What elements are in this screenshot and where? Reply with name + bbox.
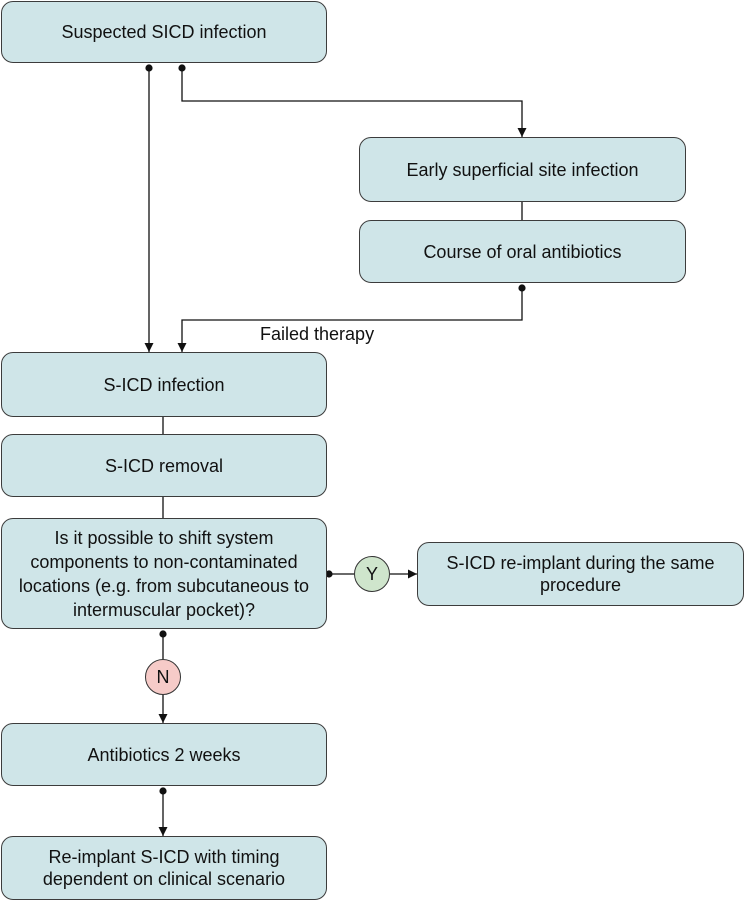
node-label: Course of oral antibiotics xyxy=(423,241,622,262)
node-label: Is it possible to shift system component… xyxy=(18,527,310,620)
node-sicd-removal: S-ICD removal xyxy=(1,434,327,497)
node-label: Early superficial site infection xyxy=(406,159,639,180)
node-label: Suspected SICD infection xyxy=(61,22,267,42)
decision-no-badge: N xyxy=(145,659,181,695)
node-label: S-ICD re-implant during the same procedu… xyxy=(446,553,715,595)
decision-yes-badge: Y xyxy=(354,556,390,592)
node-sicd-infection: S-ICD infection xyxy=(1,352,327,417)
edge-label-failed-therapy: Failed therapy xyxy=(260,324,375,344)
node-early-superficial-infection: Early superficial site infection xyxy=(359,137,686,202)
origin-dot xyxy=(325,570,333,578)
origin-dot xyxy=(145,64,153,72)
node-reimplant-same-procedure: S-ICD re-implant during the same procedu… xyxy=(417,542,744,606)
node-label: Antibiotics 2 weeks xyxy=(87,744,241,765)
origin-dot xyxy=(518,284,526,292)
node-suspected-sicd-infection: Suspected SICD infection xyxy=(1,1,327,63)
node-label: S-ICD removal xyxy=(104,455,224,476)
node-label: S-ICD infection xyxy=(103,374,225,395)
origin-dot xyxy=(178,64,186,72)
origin-dot xyxy=(159,630,167,638)
edge-suspected-to-early xyxy=(181,68,527,137)
node-reimplant-timing: Re-implant S-ICD with timing dependent o… xyxy=(1,836,327,900)
node-antibiotics-2-weeks: Antibiotics 2 weeks xyxy=(1,723,327,786)
node-oral-antibiotics: Course of oral antibiotics xyxy=(359,220,686,283)
node-shift-question: Is it possible to shift system component… xyxy=(1,518,327,629)
origin-dot xyxy=(159,787,167,795)
edge-failed-therapy xyxy=(177,288,523,352)
node-label: Re-implant S-ICD with timing dependent o… xyxy=(42,847,286,889)
